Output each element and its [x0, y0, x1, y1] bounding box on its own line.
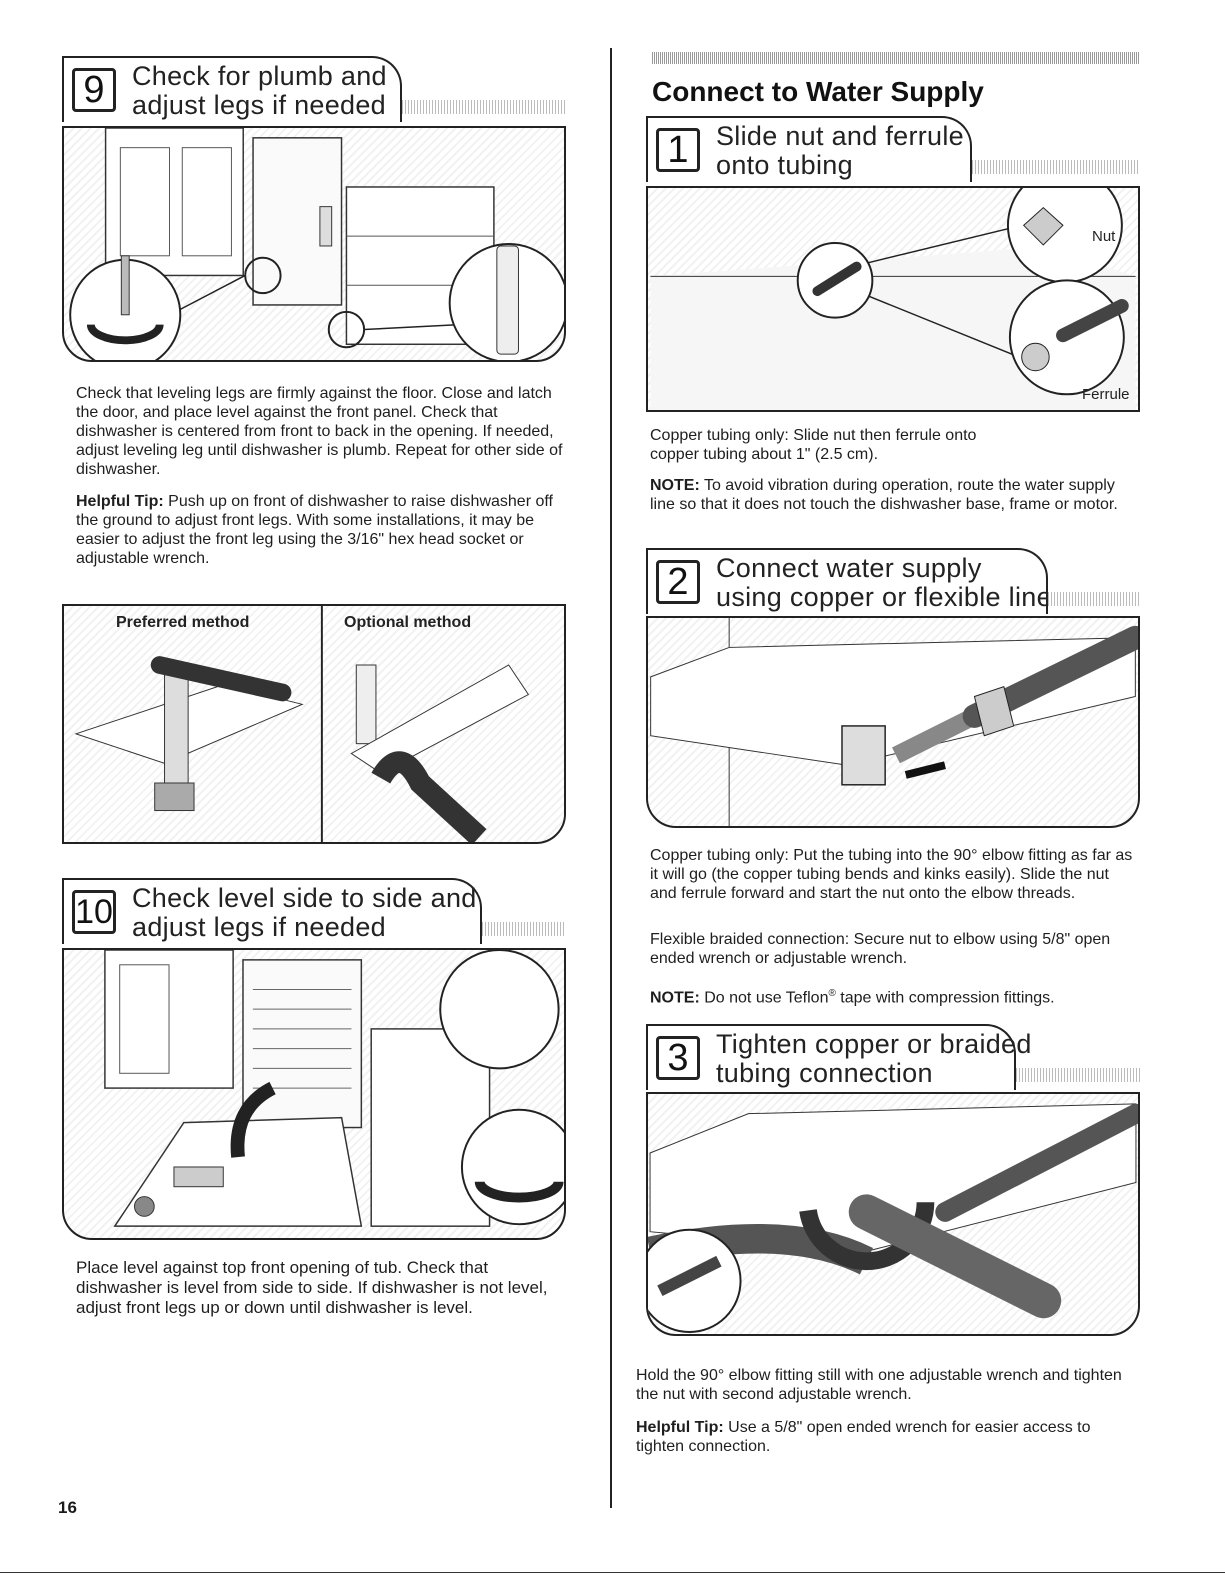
tip-label: Helpful Tip: [636, 1419, 724, 1436]
step-1-note: NOTE: To avoid vibration during operatio… [650, 476, 1130, 514]
page-number: 16 [58, 1498, 77, 1517]
step-title-line1: Slide nut and ferrule [716, 121, 964, 151]
step-2-text-1: Copper tubing only: Put the tubing into … [650, 847, 1133, 902]
note-label: NOTE: [650, 989, 700, 1007]
step-2-text-2: Flexible braided connection: Secure nut … [650, 931, 1111, 967]
step-number: 2 [656, 560, 700, 604]
step-9-tip: Helpful Tip: Push up on front of dishwas… [76, 492, 576, 568]
step-1-illustration [646, 186, 1140, 412]
note-text-b: tape with compression fittings. [835, 989, 1055, 1007]
tighten-connection-drawing [648, 1103, 1138, 1334]
tip-text: Use a 5/8" open ended wrench for easier … [636, 1419, 1091, 1455]
bottom-rule [0, 1572, 1225, 1573]
dishwasher-plumb-illustration [69, 128, 564, 360]
note-text: To avoid vibration during operation, rou… [650, 477, 1118, 513]
step-3-illustration [646, 1092, 1140, 1336]
step-title-line2: tubing connection [716, 1058, 933, 1088]
step-title-line1: Tighten copper or braided [716, 1029, 1032, 1059]
note-text-a: Do not use Teflon [699, 989, 829, 1007]
step-2-illustration [646, 616, 1140, 828]
ferrule-callout: Ferrule [1082, 386, 1130, 403]
step-1-text: Copper tubing only: Slide nut then ferru… [650, 427, 977, 463]
preferred-method-label: Preferred method [116, 614, 250, 631]
column-divider [610, 48, 612, 1508]
step-number: 9 [72, 68, 116, 112]
step-9-illustration [62, 126, 566, 362]
section-title-rule [652, 52, 1140, 64]
tip-text: Push up on front of dishwasher to raise … [76, 493, 553, 567]
step-10-header: 10 Check level side to side and adjust l… [62, 878, 566, 948]
nut-callout: Nut [1092, 228, 1116, 245]
leg-adjust-methods-illustration [62, 604, 566, 844]
optional-method-label: Optional method [344, 614, 472, 631]
step-title-line2: adjust legs if needed [132, 90, 386, 120]
dishwasher-level-illustration [104, 950, 564, 1227]
tip-label: Helpful Tip: [76, 493, 164, 510]
step-2-header: 2 Connect water supply using copper or f… [646, 548, 1140, 618]
step-10-illustration [62, 948, 566, 1240]
step-1-header: 1 Slide nut and ferrule onto tubing [646, 116, 1140, 186]
step-2-note: NOTE: Do not use Teflon® tape with compr… [650, 984, 1140, 1007]
step-9-header: 9 Check for plumb and adjust legs if nee… [62, 56, 566, 126]
step-3-header: 3 Tighten copper or braided tubing conne… [646, 1024, 1140, 1094]
section-title: Connect to Water Supply [652, 76, 984, 107]
water-supply-connection-drawing [650, 618, 1138, 826]
registered-mark: ® [828, 988, 836, 999]
step-9-text: Check that leveling legs are firmly agai… [76, 385, 563, 478]
step-3-tip: Helpful Tip: Use a 5/8" open ended wrenc… [636, 1418, 1132, 1456]
step-number: 1 [656, 128, 700, 172]
wrench-methods-drawing [74, 606, 530, 842]
note-label: NOTE: [650, 477, 700, 494]
nut-ferrule-tubing-drawing [650, 188, 1136, 410]
step-title-line2: using copper or flexible line [716, 582, 1052, 612]
step-number: 10 [72, 890, 116, 934]
step-title-line1: Check level side to side and [132, 883, 477, 913]
step-3-text: Hold the 90° elbow fitting still with on… [636, 1367, 1122, 1403]
step-title-line2: onto tubing [716, 150, 853, 180]
step-title-line2: adjust legs if needed [132, 912, 386, 942]
step-title-line1: Connect water supply [716, 553, 982, 583]
step-title-line1: Check for plumb and [132, 61, 387, 91]
step-number: 3 [656, 1036, 700, 1080]
step-10-text: Place level against top front opening of… [76, 1258, 548, 1317]
